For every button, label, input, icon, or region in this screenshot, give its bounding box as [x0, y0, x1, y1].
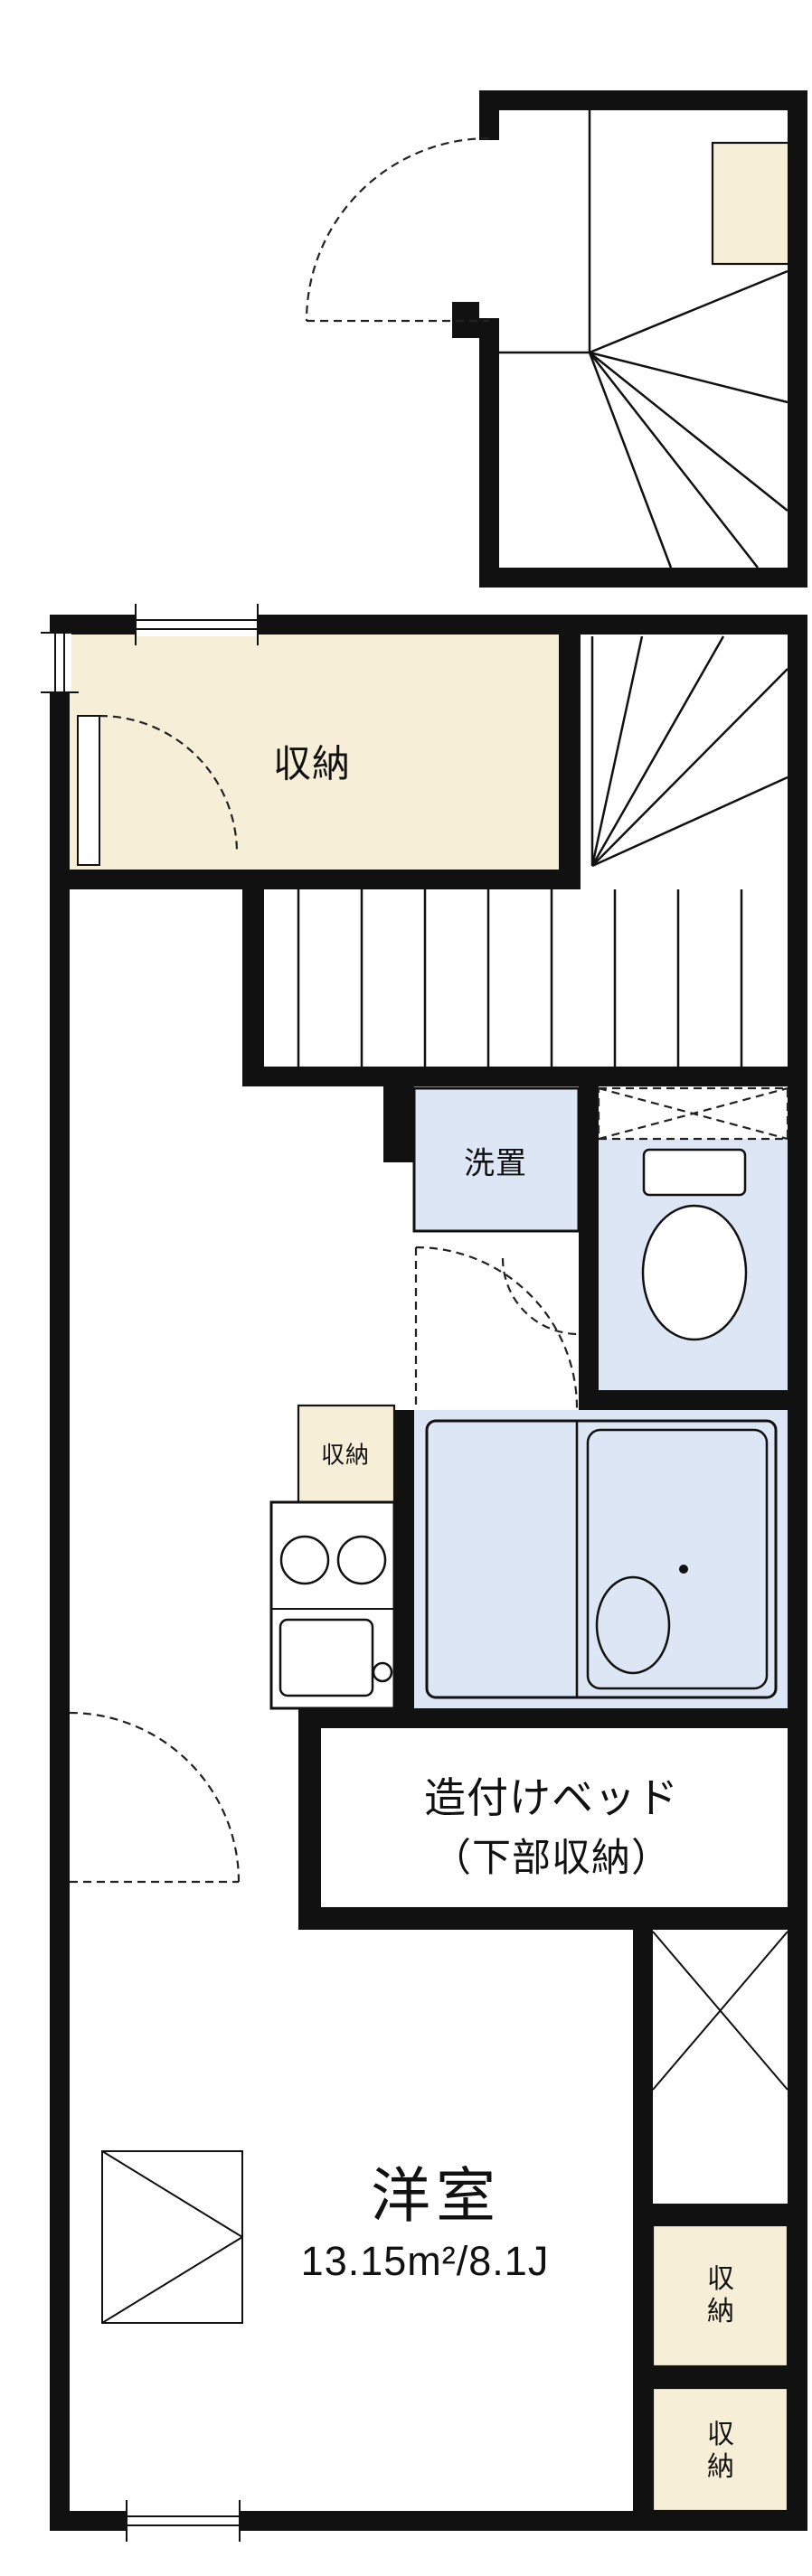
washroom-door-arc — [415, 1246, 579, 1409]
wall-segment — [479, 318, 499, 588]
bathtub-basin — [595, 1575, 671, 1675]
interior-walls — [50, 635, 807, 2531]
sink-faucet — [372, 1661, 393, 1683]
laundry-label: 洗置 — [464, 1146, 527, 1181]
straight-stair-run — [297, 889, 743, 1067]
wall-segment — [633, 2204, 807, 2225]
wall-segment — [788, 90, 807, 588]
main-winder-stairs — [590, 635, 788, 868]
toilet-fixture — [641, 1148, 748, 1341]
entrance-door-arc — [305, 136, 490, 322]
upper-block-stairs — [499, 110, 800, 569]
toilet-bowl — [641, 1204, 748, 1341]
wall-segment — [50, 870, 581, 889]
bottom-window — [126, 2500, 241, 2542]
wall-segment — [50, 615, 70, 2531]
wall-segment — [579, 1390, 807, 1410]
right-closet-lower-label: 収納 — [707, 2420, 734, 2482]
stair-landing — [711, 141, 800, 266]
wall-segment — [242, 870, 264, 1086]
kitchen-counter — [269, 1500, 396, 1710]
bed-storage-label: （下部収納） — [432, 1837, 671, 1880]
built-in-bed-label: 造付けベッド — [424, 1774, 679, 1821]
bath-unit — [425, 1419, 778, 1699]
left-window — [41, 632, 79, 693]
toilet-door-arc — [501, 1257, 580, 1336]
wall-segment — [298, 1907, 807, 1930]
bathtub — [586, 1428, 769, 1690]
wall-segment — [479, 90, 807, 110]
closet-top-label: 収納 — [272, 742, 352, 785]
wall-segment — [383, 1086, 414, 1162]
bathroom-area — [414, 1410, 788, 1708]
room-size-label: 13.15m²/8.1J — [300, 2238, 550, 2284]
closet-door-arc — [99, 714, 239, 854]
wall-segment — [479, 568, 807, 588]
upper-block-walls — [452, 90, 807, 588]
bath-unit-outline — [425, 1419, 778, 1699]
bath-door-knob — [679, 1565, 688, 1574]
hall-closet-label: 収納 — [320, 1441, 371, 1469]
wall-segment — [479, 90, 499, 140]
wall-segment — [633, 1930, 653, 2531]
wall-segment — [579, 1086, 599, 1410]
laundry-area — [412, 1086, 581, 1233]
wall-segment — [788, 615, 807, 2531]
wall-segment — [298, 1708, 321, 1930]
wall-segment — [298, 1708, 807, 1728]
bay-counter-symbol — [101, 2150, 243, 2324]
wall-segment — [242, 1067, 807, 1086]
top-window — [135, 604, 259, 645]
door-swings — [69, 136, 789, 1884]
room-door-arc — [69, 1711, 241, 1883]
closet-top-area — [70, 635, 559, 870]
wall-segment — [633, 2366, 807, 2388]
toilet-tank — [642, 1148, 747, 1197]
stove-burner-right — [336, 1535, 387, 1585]
right-closet-upper-label: 収納 — [707, 2264, 734, 2327]
wall-segment — [559, 635, 581, 870]
windows — [41, 604, 259, 2542]
hanging-space-symbol — [652, 1931, 788, 2091]
room-fills — [70, 635, 789, 2513]
room-name-label: 洋室 — [371, 2162, 501, 2229]
closet-door-leaf — [77, 715, 100, 866]
overhead-cabinet — [597, 1086, 789, 1141]
stove-burner-left — [279, 1535, 330, 1585]
wall-segment — [394, 1410, 414, 1708]
kitchen-sink — [279, 1618, 374, 1697]
